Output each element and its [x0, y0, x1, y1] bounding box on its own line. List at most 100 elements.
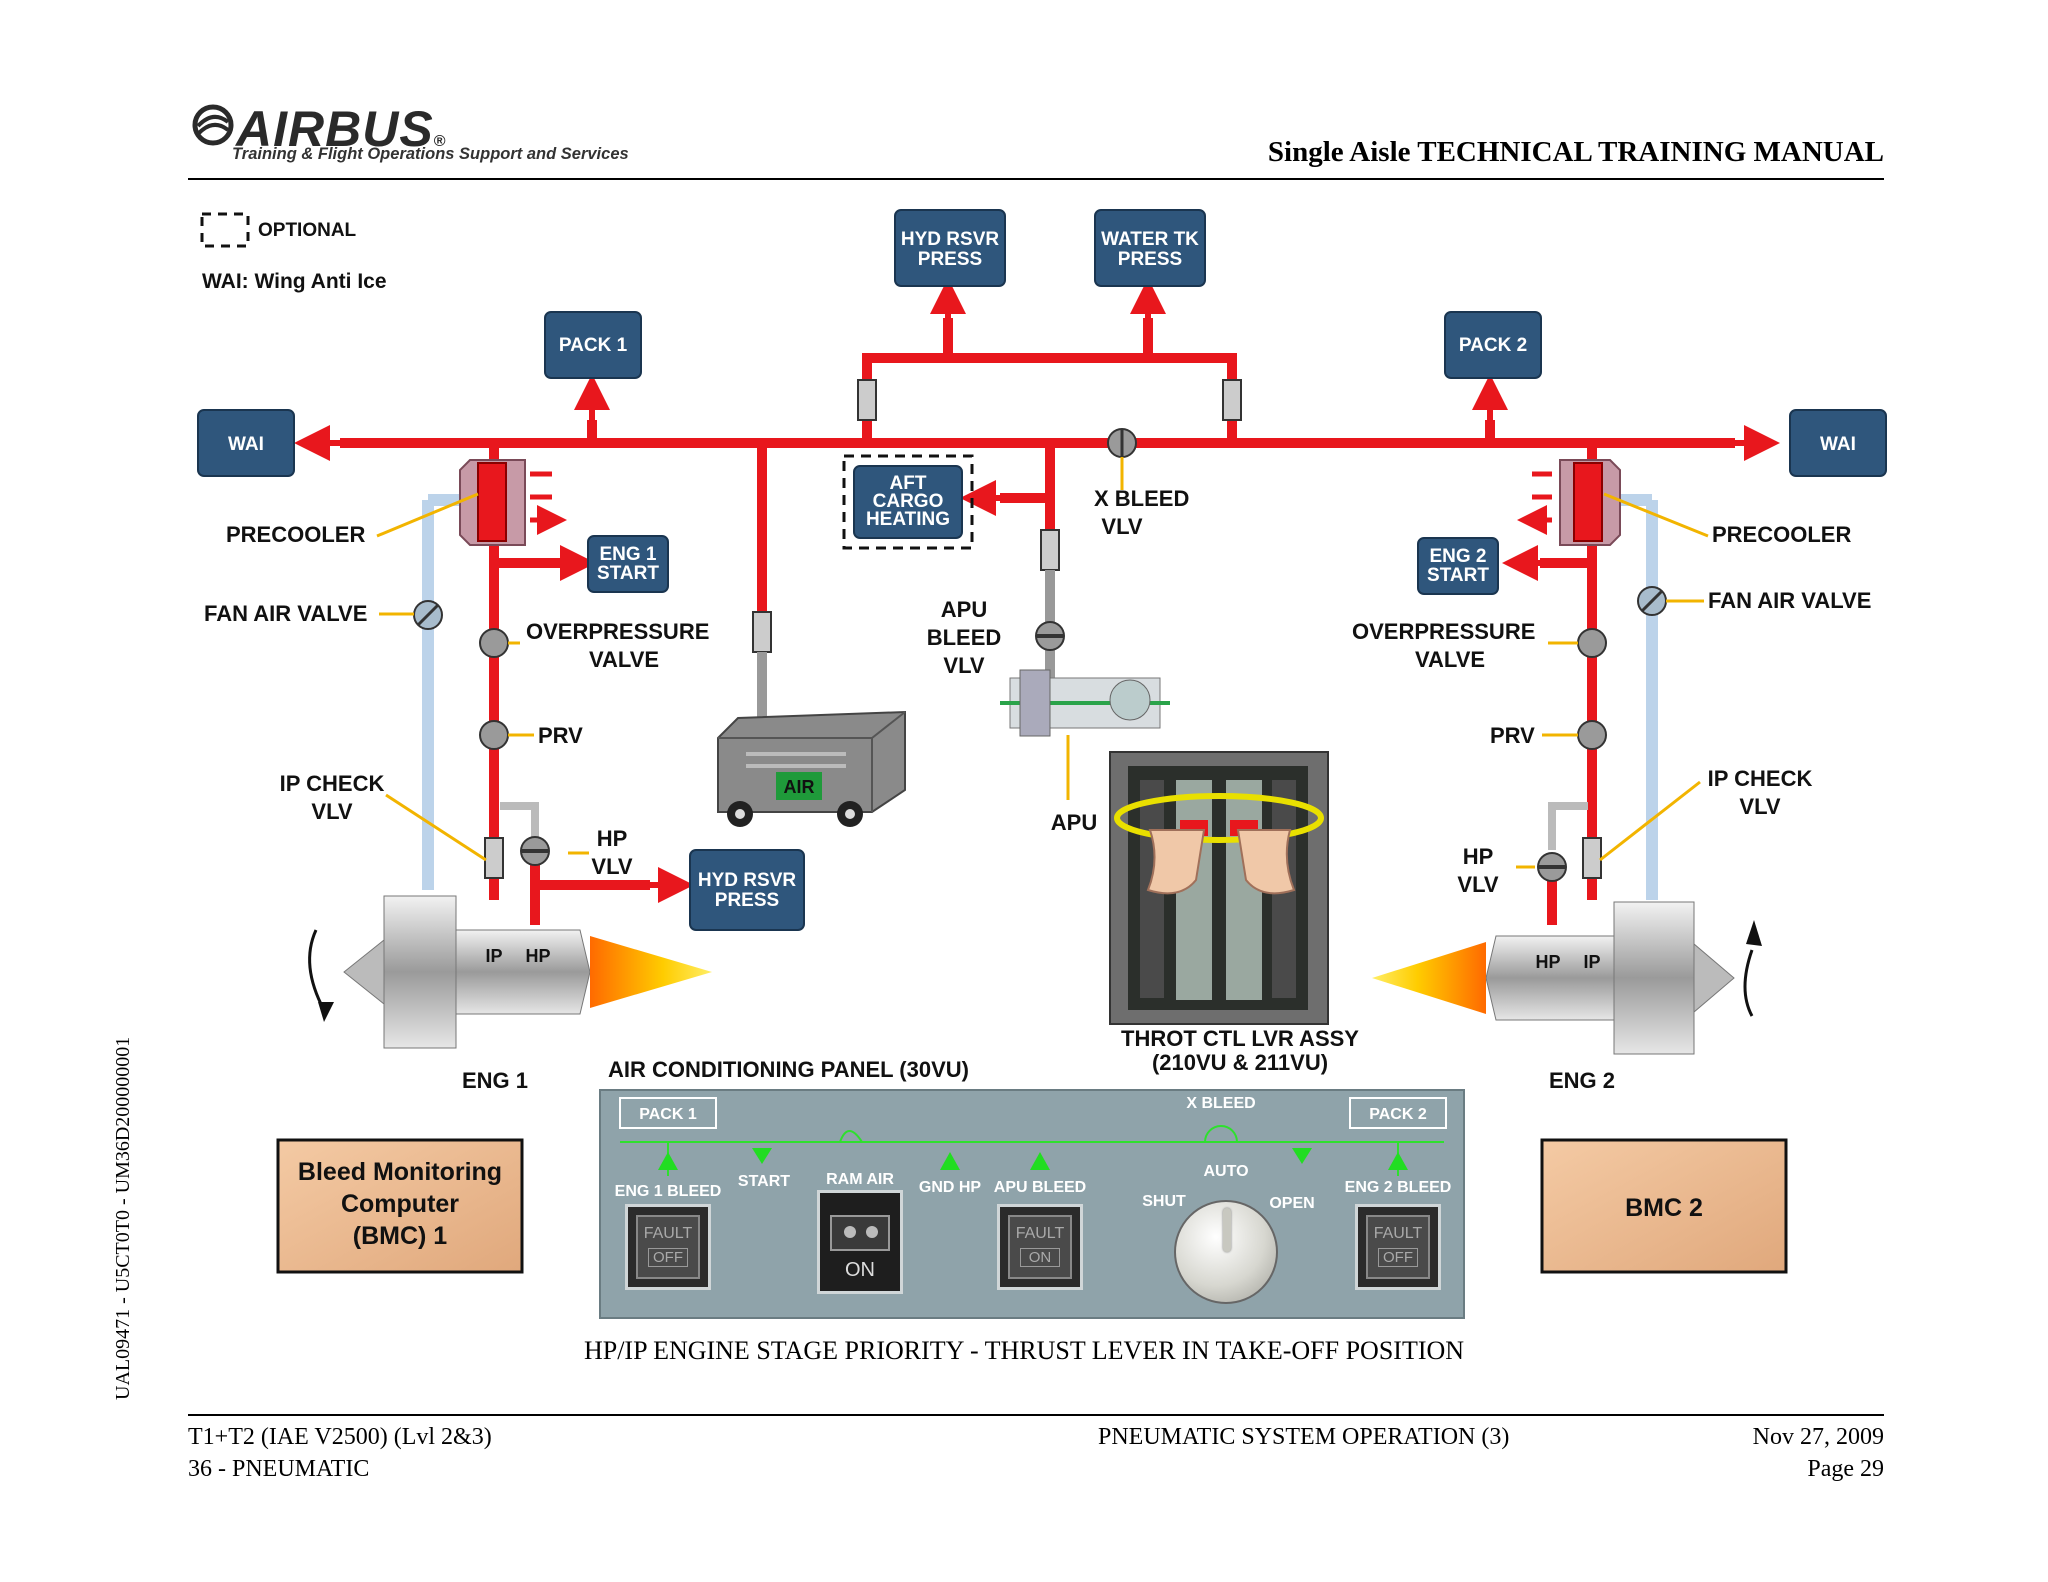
throttle-lever-assy-icon — [1109, 751, 1329, 1025]
eng1-bleed-pushbutton[interactable]: FAULT OFF — [625, 1204, 711, 1290]
svg-text:AFT: AFT — [890, 473, 927, 494]
svg-text:PRESS: PRESS — [715, 890, 779, 911]
svg-text:APU: APU — [1051, 810, 1097, 835]
overpressure-valve-icon — [1577, 628, 1607, 658]
svg-text:(210VU & 211VU): (210VU & 211VU) — [1152, 1050, 1328, 1075]
wai-right-box: WAI — [1789, 409, 1887, 477]
svg-text:START: START — [738, 1173, 790, 1190]
water-tk-press-box: WATER TK PRESS — [1094, 209, 1206, 287]
svg-text:FAN AIR VALVE: FAN AIR VALVE — [1708, 588, 1871, 613]
manual-title: Single Aisle TECHNICAL TRAINING MANUAL — [1267, 136, 1884, 168]
svg-text:Bleed Monitoring: Bleed Monitoring — [298, 1158, 502, 1186]
x-bleed-selector-knob[interactable] — [1174, 1200, 1278, 1304]
footer-left-line1: T1+T2 (IAE V2500) (Lvl 2&3) — [188, 1424, 492, 1450]
on-legend: ON — [1020, 1248, 1060, 1267]
eng1-hp-pipe — [530, 860, 650, 925]
wai-note: WAI: Wing Anti Ice — [202, 270, 387, 293]
ram-air-guarded-pushbutton[interactable]: ON — [817, 1190, 903, 1294]
svg-text:PRESS: PRESS — [918, 249, 982, 270]
svg-text:APU: APU — [941, 597, 987, 622]
svg-text:PACK 1: PACK 1 — [559, 335, 628, 356]
apu-bleed-pushbutton[interactable]: FAULT ON — [997, 1204, 1083, 1290]
svg-text:ENG 1 BLEED: ENG 1 BLEED — [615, 1183, 722, 1200]
svg-text:START: START — [1427, 565, 1489, 586]
svg-text:AUTO: AUTO — [1203, 1163, 1248, 1180]
svg-text:PRESS: PRESS — [1118, 249, 1182, 270]
eng2-bleed-pushbutton[interactable]: FAULT OFF — [1355, 1204, 1441, 1290]
prv-valve-icon — [1577, 720, 1607, 750]
svg-text:ENG 1: ENG 1 — [599, 544, 656, 565]
svg-text:VLV: VLV — [1457, 872, 1498, 897]
pack2-box: PACK 2 — [1444, 311, 1542, 379]
svg-text:VLV: VLV — [943, 653, 984, 678]
svg-text:OVERPRESSURE: OVERPRESSURE — [526, 619, 709, 644]
check-valve-icon — [752, 611, 772, 653]
svg-text:APU BLEED: APU BLEED — [994, 1179, 1086, 1196]
svg-text:Computer: Computer — [341, 1190, 459, 1218]
svg-text:IP CHECK: IP CHECK — [1708, 766, 1813, 791]
logo-subtitle: Training & Flight Operations Support and… — [232, 145, 629, 163]
svg-text:AIR: AIR — [784, 777, 815, 797]
svg-text:BMC 2: BMC 2 — [1625, 1194, 1703, 1222]
check-valve-icon — [1222, 379, 1242, 421]
footer-left-line2: 36 - PNEUMATIC — [188, 1456, 370, 1482]
svg-text:THROT CTL LVR ASSY: THROT CTL LVR ASSY — [1121, 1026, 1359, 1051]
svg-text:PRV: PRV — [538, 723, 583, 748]
off-legend: OFF — [648, 1248, 688, 1267]
svg-text:PRV: PRV — [1490, 723, 1535, 748]
ac-panel-title: AIR CONDITIONING PANEL (30VU) — [608, 1057, 969, 1082]
footer-date: Nov 27, 2009 — [1752, 1424, 1884, 1450]
svg-text:WAI: WAI — [228, 434, 264, 455]
svg-text:HP: HP — [1463, 844, 1494, 869]
fault-legend: FAULT — [1373, 1225, 1423, 1242]
svg-text:ENG 2 BLEED: ENG 2 BLEED — [1345, 1179, 1452, 1196]
svg-text:X BLEED: X BLEED — [1186, 1095, 1255, 1112]
header-rule — [188, 178, 1884, 180]
svg-text:(BMC) 1: (BMC) 1 — [353, 1222, 448, 1250]
svg-text:OVERPRESSURE: OVERPRESSURE — [1352, 619, 1535, 644]
svg-text:IP: IP — [485, 946, 502, 966]
airbus-logo-icon — [192, 104, 234, 151]
figure-caption: HP/IP ENGINE STAGE PRIORITY - THRUST LEV… — [583, 1336, 1465, 1365]
svg-text:WATER TK: WATER TK — [1101, 229, 1199, 250]
svg-text:HP: HP — [525, 946, 550, 966]
svg-text:IP: IP — [1583, 952, 1600, 972]
check-valve-icon — [1040, 529, 1060, 571]
eng1-engine-icon — [308, 895, 712, 1049]
svg-text:IP CHECK: IP CHECK — [280, 771, 385, 796]
svg-text:VLV: VLV — [1739, 794, 1780, 819]
logo-text: AIRBUS® — [236, 101, 447, 157]
svg-text:SHUT: SHUT — [1142, 1193, 1186, 1210]
svg-text:ENG 1: ENG 1 — [462, 1068, 528, 1093]
footer-page: Page 29 — [1807, 1456, 1884, 1482]
svg-text:FAN AIR VALVE: FAN AIR VALVE — [204, 601, 367, 626]
prv-valve-icon — [479, 720, 509, 750]
svg-text:PRECOOLER: PRECOOLER — [1712, 522, 1851, 547]
svg-text:HYD RSVR: HYD RSVR — [901, 229, 999, 250]
svg-text:PRECOOLER: PRECOOLER — [226, 522, 365, 547]
svg-text:START: START — [597, 563, 659, 584]
svg-text:RAM AIR: RAM AIR — [826, 1171, 894, 1188]
aft-cargo-heating-box: AFT CARGO HEATING — [842, 454, 974, 550]
svg-text:HP: HP — [597, 826, 628, 851]
fault-legend: FAULT — [1015, 1225, 1065, 1242]
hyd-rsvr-press-low-box: HYD RSVR PRESS — [689, 849, 805, 931]
svg-text:ENG 2: ENG 2 — [1429, 546, 1486, 567]
svg-text:PACK 2: PACK 2 — [1369, 1106, 1427, 1123]
footer-center: PNEUMATIC SYSTEM OPERATION (3) — [1098, 1424, 1510, 1450]
wai-left-box: WAI — [197, 409, 295, 477]
svg-text:VLV: VLV — [311, 799, 352, 824]
off-legend: OFF — [1378, 1248, 1418, 1267]
fault-legend: FAULT — [643, 1225, 693, 1242]
eng2-start-box: ENG 2 START — [1417, 537, 1499, 595]
svg-text:X BLEED: X BLEED — [1094, 486, 1189, 511]
svg-text:BLEED: BLEED — [927, 625, 1002, 650]
svg-text:VLV: VLV — [591, 854, 632, 879]
svg-text:VALVE: VALVE — [589, 647, 659, 672]
overpressure-valve-icon — [479, 628, 509, 658]
bmc2-box: BMC 2 — [1540, 1138, 1788, 1274]
bmc1-box: Bleed Monitoring Computer (BMC) 1 — [276, 1138, 524, 1274]
apu-icon — [1000, 669, 1170, 737]
svg-text:OPEN: OPEN — [1269, 1195, 1314, 1212]
svg-text:HYD RSVR: HYD RSVR — [698, 870, 796, 891]
